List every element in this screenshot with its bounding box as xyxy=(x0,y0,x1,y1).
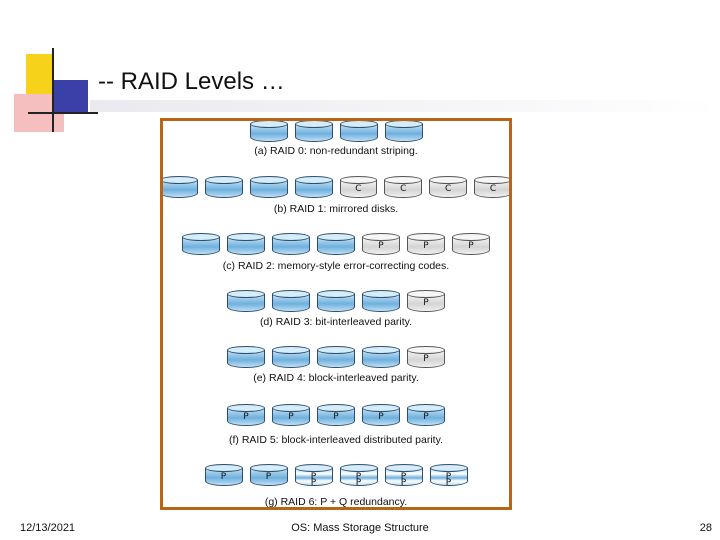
disk-label: C xyxy=(355,184,362,194)
raid-caption: (b) RAID 1: mirrored disks. xyxy=(273,203,399,215)
page-number: 28 xyxy=(699,522,712,534)
data-disk-icon xyxy=(204,176,243,198)
parity-disk-icon: P xyxy=(227,404,265,426)
data-disk-icon xyxy=(227,346,265,368)
data-disk-icon xyxy=(160,176,198,198)
parity-disk-icon: P xyxy=(452,233,490,255)
footer-date: 12/13/2021 xyxy=(20,522,76,534)
parity-disk-icon: P xyxy=(407,346,445,368)
raid-row: P xyxy=(160,290,512,312)
data-disk-icon xyxy=(227,233,265,255)
raid-caption: (d) RAID 3: bit-interleaved parity. xyxy=(259,316,413,328)
data-disk-icon xyxy=(272,290,310,312)
parity-disk-icon: C xyxy=(384,176,423,198)
parity-disk-icon: P xyxy=(317,404,355,426)
disk-label: P xyxy=(378,241,384,251)
data-disk-icon xyxy=(182,233,220,255)
disk-label: P xyxy=(400,472,407,482)
disk-label: C xyxy=(400,184,407,194)
data-disk-icon xyxy=(317,290,355,312)
data-disk-icon xyxy=(249,176,288,198)
parity-disk-icon: P xyxy=(407,233,445,255)
disk-label: P xyxy=(355,472,362,482)
raid-row: P xyxy=(160,346,512,368)
raid-caption: (c) RAID 2: memory-style error-correctin… xyxy=(222,260,450,272)
disk-label: P xyxy=(378,412,384,422)
parity-disk-icon: P xyxy=(249,464,288,486)
parity-disk-icon: P xyxy=(272,404,310,426)
disk-label: P xyxy=(445,472,452,482)
disk-label: P xyxy=(423,412,429,422)
disk-label: P xyxy=(423,354,429,364)
raid-caption: (e) RAID 4: block-interleaved parity. xyxy=(253,372,419,384)
data-disk-icon xyxy=(317,233,355,255)
data-disk-icon xyxy=(362,346,400,368)
parity-disk-icon: C xyxy=(429,176,468,198)
figure-border xyxy=(160,118,512,510)
slide-title: -- RAID Levels … xyxy=(98,68,285,95)
parity-disk-icon: P xyxy=(362,233,400,255)
disk-label: P xyxy=(310,478,317,488)
disk-label: C xyxy=(445,184,452,194)
data-disk-icon xyxy=(317,346,355,368)
disk-label: P xyxy=(288,412,294,422)
footer-title: OS: Mass Storage Structure xyxy=(291,522,429,534)
data-disk-icon xyxy=(249,120,288,142)
raid-caption: (a) RAID 0: non-redundant striping. xyxy=(254,145,418,157)
disk-label: P xyxy=(333,412,339,422)
data-disk-icon xyxy=(272,233,310,255)
disk-label: P xyxy=(265,472,272,482)
decor-square-yellow xyxy=(26,54,52,94)
disk-label: P xyxy=(400,478,407,488)
disk-label: P xyxy=(445,478,452,488)
disk-label: P xyxy=(423,298,429,308)
data-disk-icon xyxy=(227,290,265,312)
raid-row xyxy=(160,120,512,142)
disk-label: P xyxy=(243,412,249,422)
raid-caption: (g) RAID 6: P + Q redundancy. xyxy=(264,496,408,508)
disk-label: P xyxy=(220,472,227,482)
parity-disk-icon: P xyxy=(204,464,243,486)
data-disk-icon xyxy=(384,120,423,142)
title-underline-bar xyxy=(90,100,720,112)
disk-label: C xyxy=(489,184,497,194)
disk-label: P xyxy=(355,478,362,488)
decor-vertical-line xyxy=(52,48,54,132)
disk-label: P xyxy=(468,241,474,251)
parity-disk-icon: P xyxy=(407,404,445,426)
disk-label: P xyxy=(423,241,429,251)
raid-caption: (f) RAID 5: block-interleaved distribute… xyxy=(229,434,443,446)
data-disk-icon xyxy=(272,346,310,368)
parity-disk-icon: C xyxy=(339,176,378,198)
data-disk-icon xyxy=(294,176,333,198)
data-disk-icon xyxy=(362,290,400,312)
parity-disk-icon: P xyxy=(362,404,400,426)
disk-label: P xyxy=(310,472,317,482)
parity-disk-icon: P xyxy=(407,290,445,312)
data-disk-icon xyxy=(294,120,333,142)
decor-horizontal-line xyxy=(28,112,98,114)
decor-square-blue xyxy=(52,80,88,114)
parity-disk-icon: C xyxy=(474,176,512,198)
